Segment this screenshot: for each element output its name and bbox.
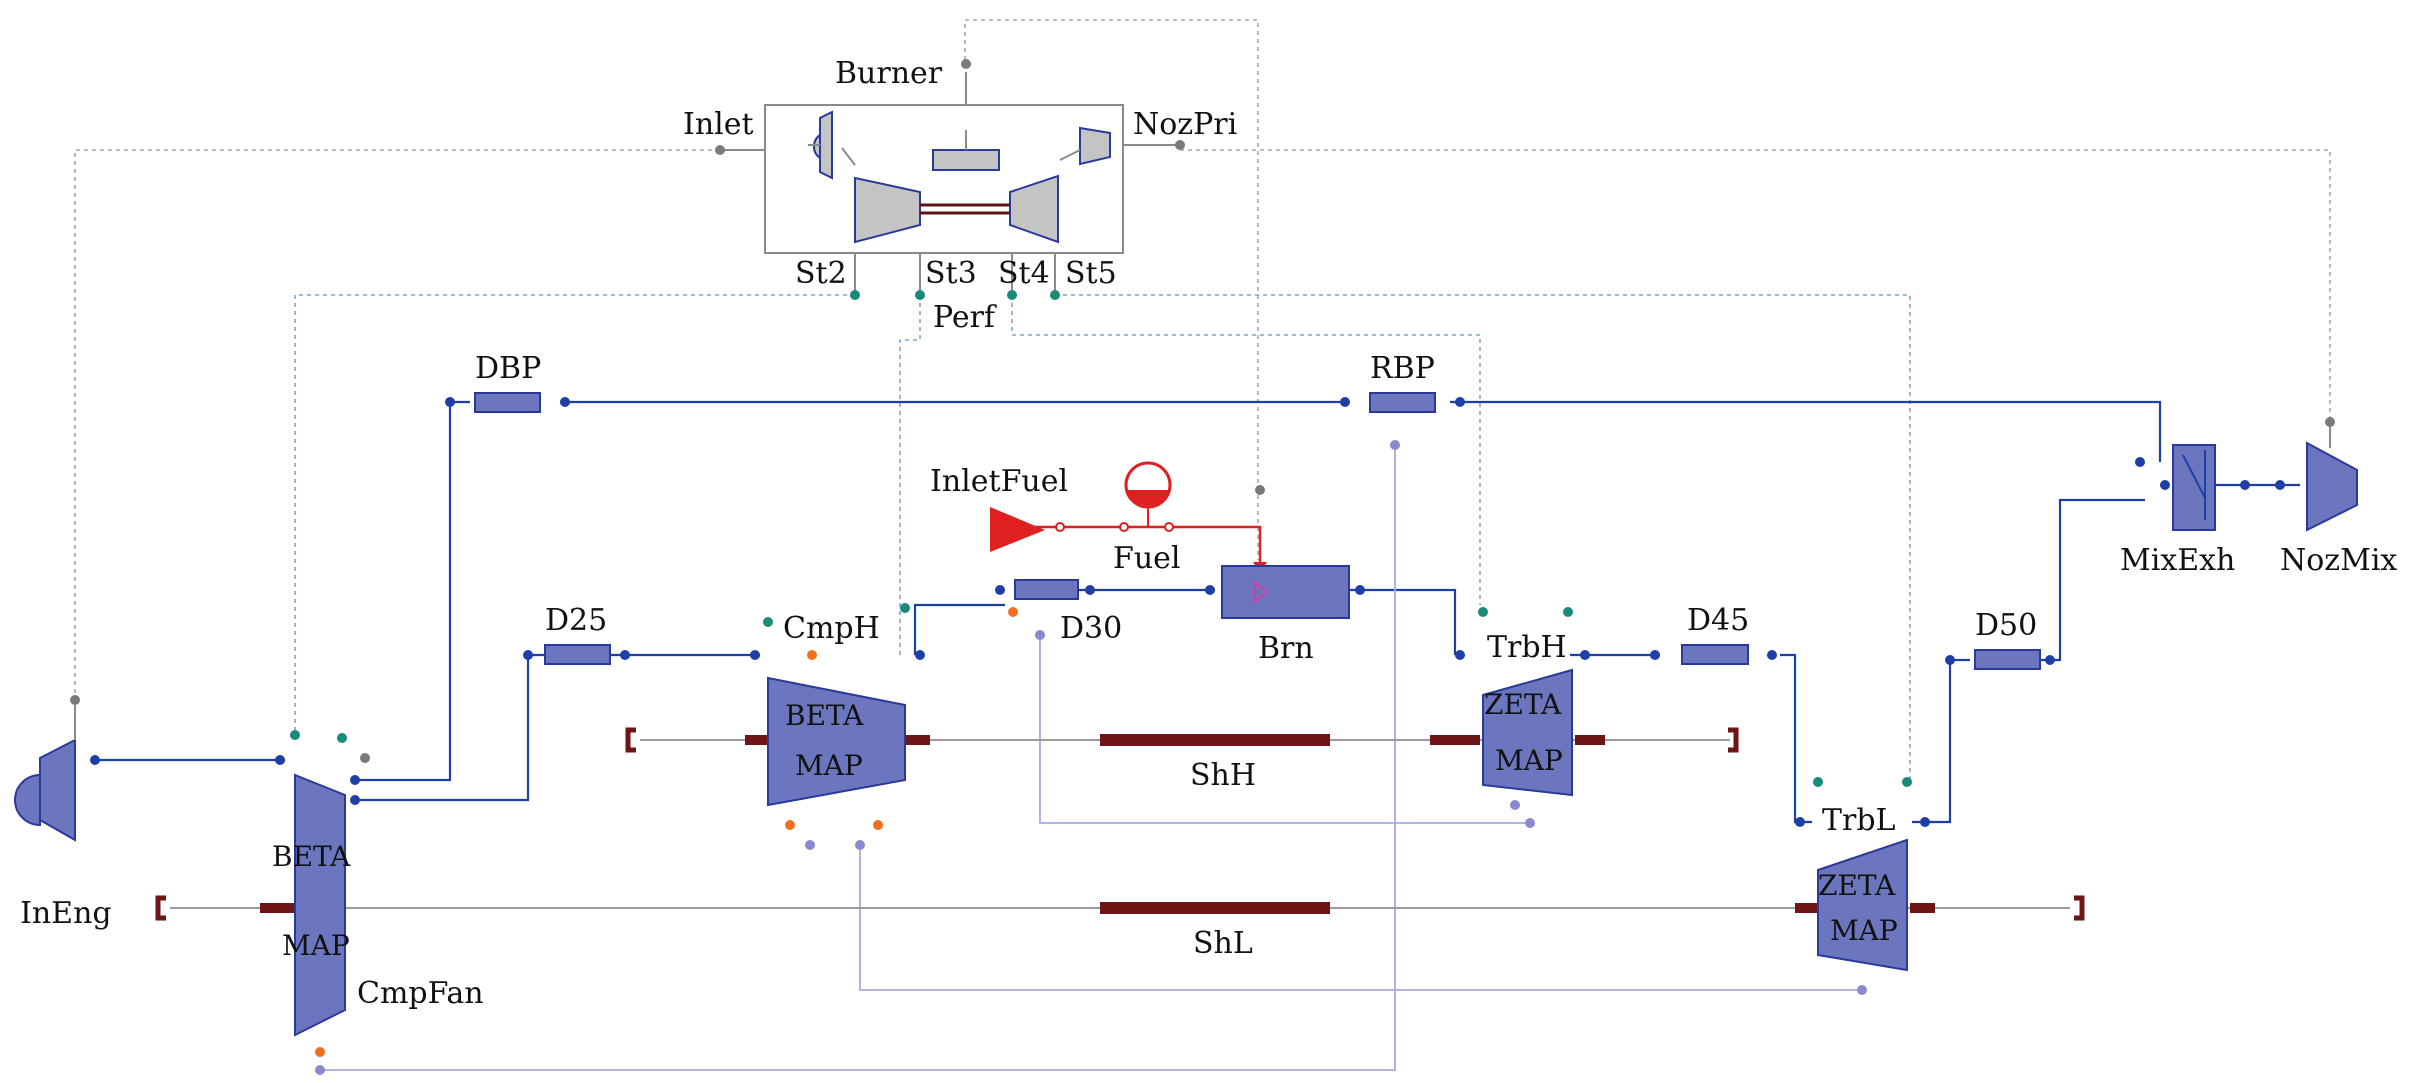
rbp-label: RBP	[1370, 351, 1435, 386]
d50-block[interactable]	[1974, 649, 2041, 670]
trbl-block[interactable]	[1813, 777, 1912, 972]
fuel-line	[990, 461, 1267, 574]
mix-exh-label: MixExh	[2120, 543, 2235, 578]
mix-exh-block[interactable]	[2160, 444, 2216, 531]
cmp-fan-block[interactable]	[290, 730, 370, 1037]
d45-label: D45	[1687, 603, 1749, 638]
st3-label: St3	[925, 256, 977, 291]
fuel-inlet-icon	[990, 507, 1045, 552]
d50-label: D50	[1975, 608, 2037, 643]
flow-lines	[95, 400, 2300, 824]
cmp-fan-label: CmpFan	[357, 976, 484, 1011]
shh-shaft[interactable]	[1100, 734, 1330, 746]
cmp-fan-map-line1: BETA	[272, 840, 351, 873]
cmph-label: CmpH	[783, 611, 880, 646]
st5-label: St5	[1065, 256, 1117, 291]
cmp-fan-map-line2: MAP	[282, 929, 350, 962]
d30-label: D30	[1060, 611, 1122, 646]
shl-label: ShL	[1193, 926, 1253, 961]
rbp-block[interactable]	[1369, 392, 1436, 413]
noz-mix-label: NozMix	[2280, 543, 2397, 578]
in-eng-block[interactable]	[14, 695, 80, 842]
cmph-map-line1: BETA	[785, 699, 864, 732]
shl-shaft[interactable]	[1100, 902, 1330, 914]
perf-label: Perf	[933, 300, 997, 335]
noz-mix-block[interactable]	[2306, 417, 2358, 532]
trbl-map-line2: MAP	[1830, 914, 1898, 947]
burner-perf-block[interactable]	[715, 59, 1185, 300]
trbh-label: TrbH	[1487, 630, 1567, 665]
cmph-block[interactable]	[763, 603, 910, 830]
dashed-connections	[74, 19, 2331, 785]
d45-block[interactable]	[1681, 644, 1749, 665]
burner-label: Burner	[835, 56, 943, 91]
dbp-label: DBP	[475, 351, 541, 386]
noz-pri-label: NozPri	[1133, 107, 1237, 142]
st2-label: St2	[795, 256, 847, 291]
d25-label: D25	[545, 603, 607, 638]
shaft-lines	[155, 727, 2085, 921]
cmph-map-line2: MAP	[795, 749, 863, 782]
st4-label: St4	[998, 256, 1050, 291]
trbh-block[interactable]	[1478, 607, 1573, 797]
brn-label: Brn	[1258, 631, 1314, 666]
shh-label: ShH	[1190, 758, 1256, 793]
trbh-map-line1: ZETA	[1484, 688, 1562, 721]
inlet-fuel-label: InletFuel	[930, 464, 1068, 499]
d25-block[interactable]	[544, 644, 611, 665]
in-eng-label: InEng	[20, 896, 112, 931]
fuel-label: Fuel	[1113, 541, 1181, 576]
signal-lines	[320, 445, 1862, 1071]
trbl-map-line1: ZETA	[1818, 869, 1896, 902]
d30-block[interactable]	[1008, 579, 1079, 617]
inlet-label: Inlet	[683, 107, 754, 142]
trbh-map-line2: MAP	[1495, 744, 1563, 777]
brn-block[interactable]	[1221, 565, 1350, 619]
dbp-block[interactable]	[474, 392, 541, 413]
port-dots	[90, 397, 2285, 1075]
trbl-label: TrbL	[1822, 803, 1896, 838]
